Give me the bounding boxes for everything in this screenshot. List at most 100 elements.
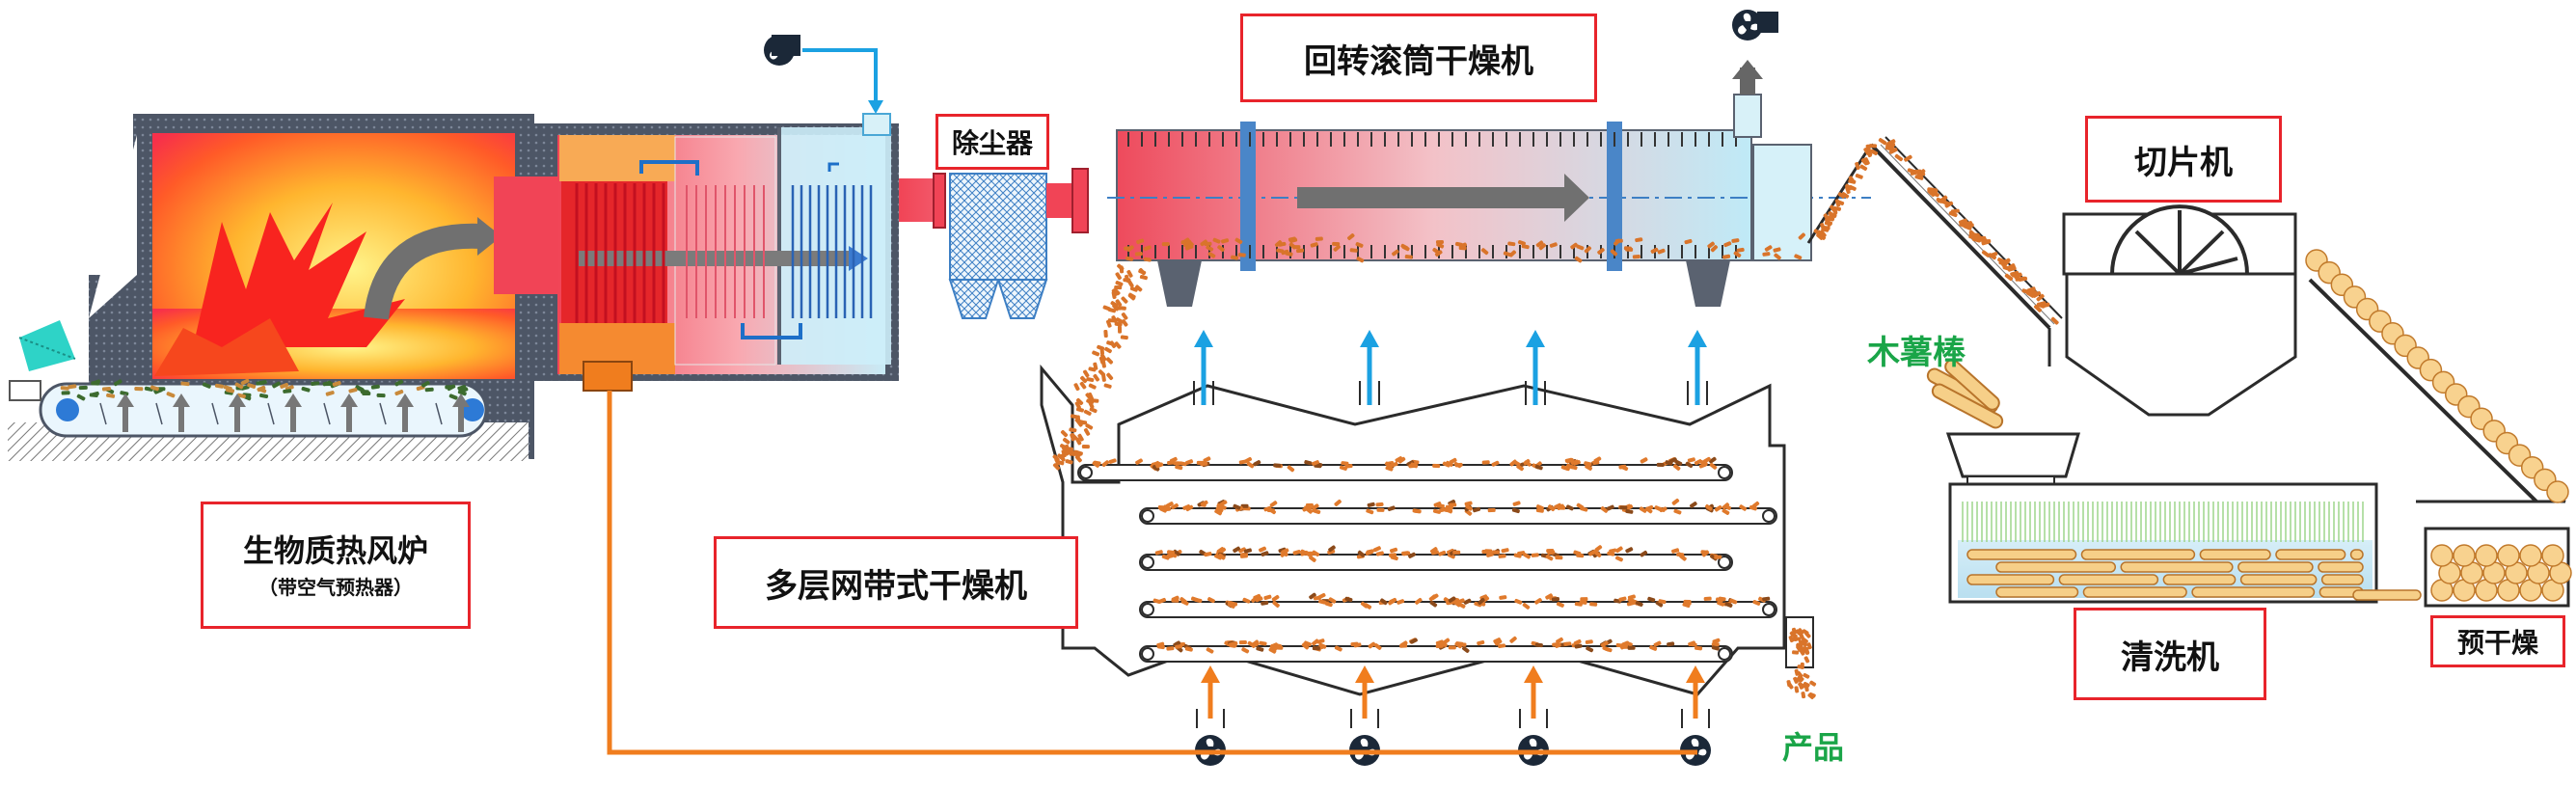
fuel-chip bbox=[101, 387, 111, 392]
drum-chip bbox=[1632, 254, 1641, 259]
belt-chip bbox=[1384, 461, 1393, 469]
belt-chip bbox=[1318, 599, 1327, 605]
air-arrow-head bbox=[285, 394, 302, 407]
belt-chip bbox=[1676, 552, 1685, 558]
cassava-stick bbox=[2199, 549, 2271, 560]
belt-chip bbox=[1576, 553, 1585, 558]
chute-chip bbox=[1073, 449, 1081, 458]
product-chip bbox=[1798, 639, 1803, 647]
drum-chip bbox=[1538, 243, 1547, 251]
feed-chute-chips bbox=[1052, 257, 1152, 471]
fuel-chip bbox=[322, 380, 332, 387]
incline-chip bbox=[2050, 316, 2059, 325]
fuel-chip bbox=[76, 394, 86, 401]
belt-chip bbox=[1233, 546, 1241, 554]
product-chip bbox=[1794, 668, 1800, 676]
belt-chip bbox=[1511, 507, 1520, 514]
belt-chip bbox=[1485, 552, 1495, 557]
belt-chip bbox=[1452, 550, 1461, 555]
belt-chip bbox=[1154, 550, 1163, 556]
incline-logs bbox=[2305, 249, 2569, 503]
cassava-log bbox=[2430, 544, 2454, 567]
belt-chip bbox=[1477, 639, 1485, 646]
drum-chip bbox=[1517, 240, 1526, 246]
hot-air-pipe bbox=[607, 391, 1697, 755]
chute-chip bbox=[1079, 381, 1087, 390]
belt-chip bbox=[1453, 461, 1462, 469]
drum-chip bbox=[1610, 249, 1618, 257]
belt-chip bbox=[1640, 457, 1648, 464]
belt-chip bbox=[1173, 461, 1181, 466]
belt-chip bbox=[1454, 641, 1463, 649]
grate-bar bbox=[99, 402, 107, 425]
belt-chip bbox=[1534, 598, 1542, 605]
belt-chip bbox=[1458, 642, 1467, 647]
incline-chip bbox=[2011, 273, 2020, 278]
drop-chip bbox=[1832, 206, 1838, 215]
belt-chip bbox=[1724, 602, 1733, 608]
product-chip bbox=[1804, 631, 1811, 638]
cassava-stick bbox=[1966, 549, 2077, 560]
drop-chip bbox=[1845, 183, 1853, 191]
cassava-stick bbox=[2082, 586, 2187, 598]
hot-air-arrow-head bbox=[1355, 665, 1374, 683]
belt-chip bbox=[1243, 548, 1252, 554]
belt-chip bbox=[1368, 641, 1376, 649]
drum-chip bbox=[1200, 239, 1208, 247]
belt-chip bbox=[1659, 506, 1668, 513]
belt-chip bbox=[1620, 465, 1629, 472]
washer-label: 清洗机 bbox=[2074, 608, 2266, 700]
belt-chip bbox=[1673, 508, 1682, 515]
belt-chips bbox=[1092, 456, 1771, 654]
product-chip bbox=[1795, 629, 1802, 636]
drum-chip bbox=[1574, 256, 1583, 263]
product-chip bbox=[1801, 640, 1808, 647]
belt-chip bbox=[1714, 504, 1722, 512]
belt-chip bbox=[1275, 645, 1284, 650]
belt-chip bbox=[1561, 465, 1570, 472]
belt-chip bbox=[1269, 501, 1278, 507]
drum-chip bbox=[1276, 248, 1285, 254]
belt-chip bbox=[1397, 456, 1406, 464]
belt-chip bbox=[1492, 550, 1501, 555]
belt-chip bbox=[1478, 598, 1485, 605]
product-label: 产品 bbox=[1782, 729, 1845, 766]
belt-chip bbox=[1593, 456, 1602, 463]
product-chip bbox=[1791, 627, 1797, 635]
chute-chip bbox=[1091, 398, 1099, 403]
belt-chip bbox=[1717, 601, 1725, 607]
belt-chip bbox=[1155, 462, 1164, 469]
belt-chip bbox=[1619, 505, 1628, 510]
washer-spray bbox=[1962, 502, 2364, 542]
belt-chip bbox=[1239, 552, 1249, 557]
chute-chip bbox=[1120, 335, 1128, 340]
drum-chip bbox=[1707, 241, 1715, 249]
chute-chip bbox=[1074, 401, 1081, 410]
drum-chip bbox=[1723, 241, 1732, 248]
belt-chip bbox=[1729, 598, 1738, 605]
product-chip bbox=[1788, 635, 1795, 643]
fuel-chip bbox=[120, 391, 129, 396]
grate-air-arrows bbox=[99, 394, 470, 432]
belt-chip bbox=[1268, 647, 1277, 654]
incline-chip bbox=[2036, 293, 2045, 302]
incline-chip bbox=[1888, 148, 1898, 154]
grate-bar bbox=[211, 402, 219, 425]
chute-chip bbox=[1108, 308, 1117, 313]
chute-chip bbox=[1101, 373, 1106, 382]
belt-layer bbox=[1139, 645, 1733, 663]
chute-chip bbox=[1056, 459, 1065, 466]
belt-chip bbox=[1457, 602, 1466, 609]
drum-chip bbox=[1710, 245, 1719, 253]
belt-chip bbox=[1373, 643, 1382, 650]
belt-roller bbox=[1141, 603, 1154, 616]
belt-chip bbox=[1303, 640, 1312, 647]
incline-chip bbox=[1927, 187, 1937, 192]
belt-chip bbox=[1473, 506, 1481, 513]
drum-chip bbox=[1278, 241, 1287, 247]
fuel-chip bbox=[61, 391, 70, 395]
fuel-chip bbox=[332, 380, 341, 387]
belt-conveyors bbox=[1077, 464, 1777, 663]
belt-chip bbox=[1694, 459, 1702, 466]
furnace-label-sub: （带空气预热器） bbox=[258, 575, 413, 599]
